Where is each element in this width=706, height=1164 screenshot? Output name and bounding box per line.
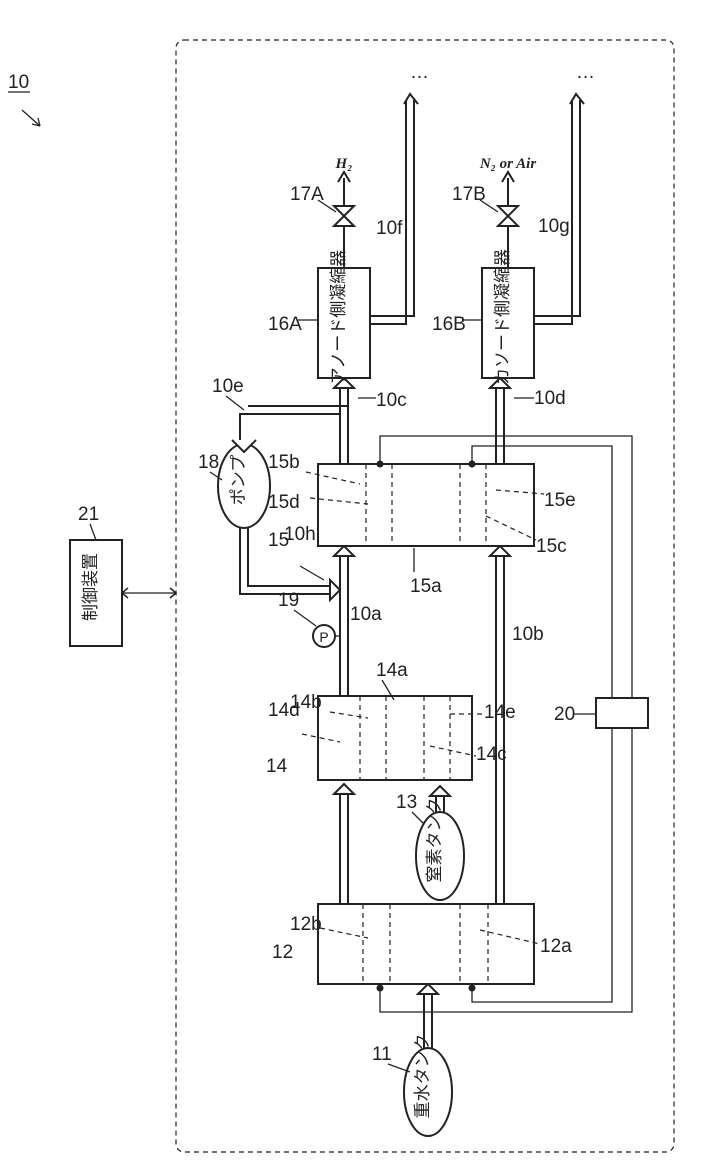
unit-15-box (318, 464, 534, 546)
unit-15a-ref: 15a (410, 576, 442, 597)
tank-13-ref: 13 (396, 792, 417, 813)
line-10g-ref: 10g (538, 216, 570, 237)
unit-14c-ref: 14c (476, 744, 507, 765)
line-10b-ref: 10b (512, 624, 544, 645)
pipe-10a: 10a (334, 546, 382, 696)
unit-15d-ref: 15d (268, 492, 300, 513)
unit-14-ref: 14 (266, 756, 288, 777)
heavy-water-tank: 重水タンク 11 (372, 1034, 452, 1137)
valve-17b-symbol (498, 206, 518, 226)
pipe-10c: 10c (334, 378, 407, 464)
line-10c-ref: 10c (376, 390, 407, 411)
unit-12-box (318, 904, 534, 984)
controller-label: 制御装置 (81, 553, 101, 621)
anode-condenser: アノード側凝縮器 16A 10f … H₂ 17A (268, 62, 429, 384)
unit-12a-ref: 12a (540, 936, 572, 957)
anode-condenser-ref: 16A (268, 314, 302, 335)
tank-11-leader (388, 1064, 410, 1072)
valve-17a-ref: 17A (290, 184, 324, 205)
unit-15b-ref: 15b (268, 452, 300, 473)
valve-17a-output: H₂ (335, 156, 353, 172)
sensor-20-ref: 20 (554, 704, 575, 725)
line-10a-ref: 10a (350, 604, 382, 625)
sensor-20-box (596, 698, 648, 728)
line-10f-continuation: … (410, 62, 429, 83)
cathode-condenser: カソード側凝縮器 16B 10g … N₂ or Air 17B (432, 62, 595, 385)
unit-14b-ref: 14b (290, 692, 322, 713)
controller-ref: 21 (78, 504, 99, 525)
tank-11-ref: 11 (372, 1044, 392, 1065)
unit-12-ref: 12 (272, 942, 293, 963)
pump-ref: 18 (198, 452, 219, 473)
line-10g-continuation: … (576, 62, 595, 83)
line-10f-ref: 10f (376, 218, 403, 239)
pump-label: ポンプ (229, 455, 249, 506)
figure-pointer-arrow (22, 110, 40, 126)
sensor-20: 20 (554, 698, 648, 728)
valve-17a-symbol (334, 206, 354, 226)
line-10h-ref: 10h (284, 524, 316, 545)
cathode-condenser-label: カソード側凝縮器 (493, 249, 513, 385)
unit-15c-ref: 15c (536, 536, 567, 557)
line-10e-ref: 10e (212, 376, 244, 397)
unit-12: 12 12b 12a (272, 904, 572, 992)
unit-14-box (318, 696, 472, 780)
unit-14a-ref: 14a (376, 660, 408, 681)
pipe-10b: 10b (490, 546, 544, 904)
pipe-12-to-14 (334, 784, 354, 904)
figure-number: 10 (8, 72, 29, 93)
unit-12b-ref: 12b (290, 914, 322, 935)
valve-17b-output: N₂ or Air (479, 156, 537, 172)
unit-14e-ref: 14e (484, 702, 516, 723)
unit-14: 14 14d 14b 14a 14c 14e (266, 660, 516, 780)
pressure-sensor-symbol: P (319, 629, 328, 645)
anode-condenser-label: アノード側凝縮器 (329, 250, 349, 384)
cathode-condenser-ref: 16B (432, 314, 466, 335)
unit-15e-ref: 15e (544, 490, 576, 511)
pipe-10d: 10d (490, 378, 566, 464)
nitrogen-tank: 窒素タンク 13 (396, 786, 464, 900)
controller: 制御装置 21 (70, 504, 176, 646)
valve-17b-ref: 17B (452, 184, 486, 205)
line-10d-ref: 10d (534, 388, 566, 409)
